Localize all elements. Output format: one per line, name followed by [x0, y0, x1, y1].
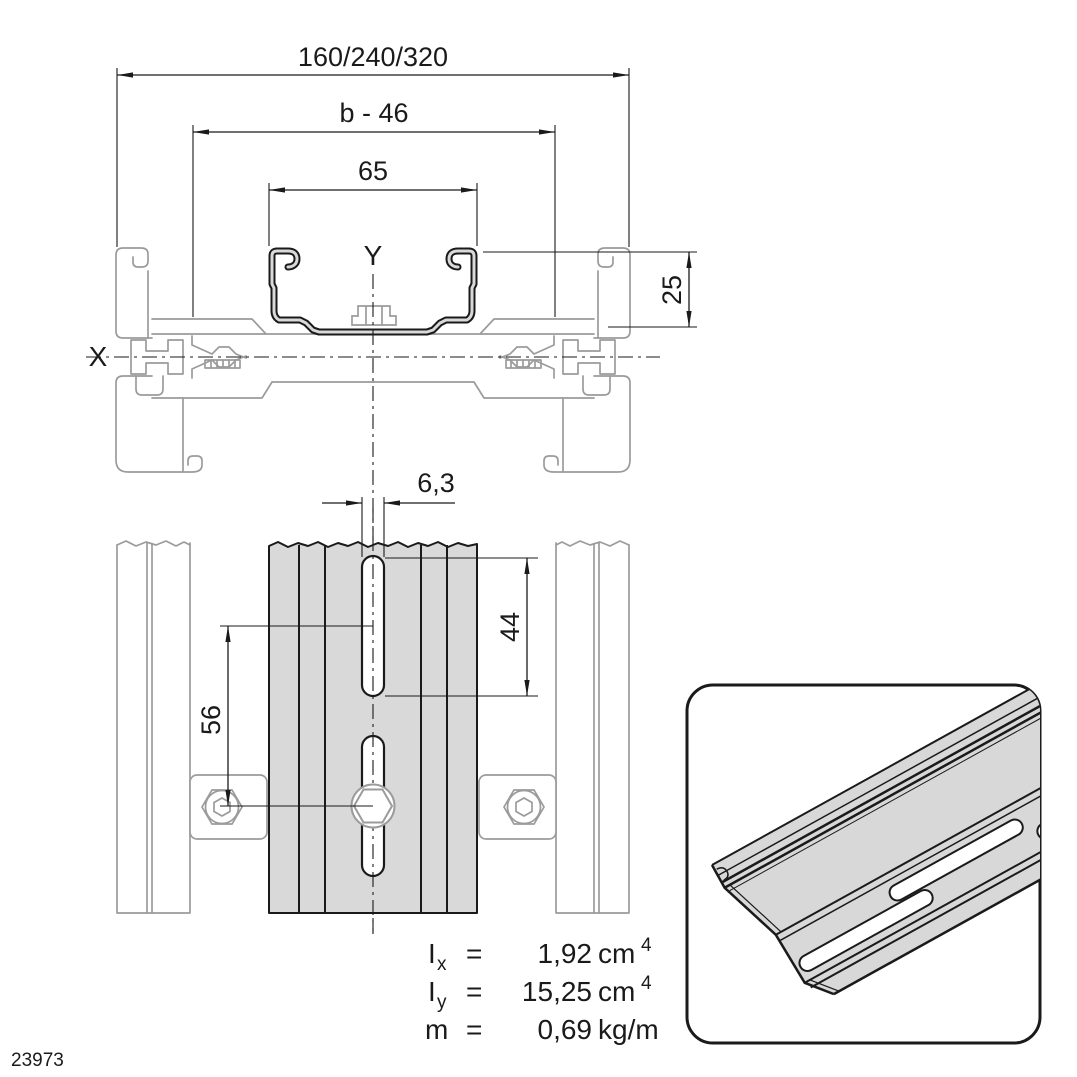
iso-slot-3: [1036, 757, 1040, 841]
iso-slot-2: [798, 889, 934, 972]
prop-exponent: 4: [641, 935, 652, 956]
prop-exponent: 4: [641, 973, 652, 994]
prop-symbol: m: [425, 1014, 448, 1045]
dim-slot-to-bolt-text: 56: [196, 705, 226, 735]
dim-slot-width: 6,3: [322, 468, 455, 557]
figure-number: 23973: [11, 1050, 64, 1071]
prop-symbol: I: [428, 938, 436, 969]
prop-value: 1,92: [538, 938, 593, 969]
dim-overall-text: 160/240/320: [298, 42, 448, 72]
rail-plan-band: [268, 508, 478, 934]
strut-profile-outline: [115, 247, 375, 473]
dim-pitch-text: b - 46: [339, 98, 408, 128]
dim-rail-width-text: 65: [358, 156, 388, 186]
screw-head-circle: [204, 789, 240, 825]
prop-equals: =: [466, 976, 482, 1007]
iso-rail: [710, 685, 1040, 996]
strut-strip-mirrored: [555, 540, 630, 914]
strut-strip: [116, 540, 191, 914]
section-properties: I x = 1,92 cm 4 I y = 15,25 cm 4 m = 0,6…: [425, 935, 659, 1045]
iso-rail-end-cut: [710, 864, 835, 996]
dim-slot-width-text: 6,3: [417, 468, 455, 498]
cross-section-view: X Y 160/240/320 b - 46 65 25: [86, 42, 697, 934]
dim-slot-length-text: 44: [495, 612, 525, 642]
dim-slot-to-bolt: 56: [196, 625, 373, 807]
prop-subscript: x: [437, 954, 447, 975]
dim-rail-height-text: 25: [657, 275, 687, 305]
t-bolt-head: [351, 305, 397, 326]
y-axis-label: Y: [364, 240, 383, 271]
dim-overall-lengths: 160/240/320: [116, 42, 630, 247]
dim-rail-width: 65: [268, 156, 478, 246]
prop-value: 0,69: [538, 1014, 593, 1045]
prop-symbol: I: [428, 976, 436, 1007]
prop-value: 15,25: [522, 976, 592, 1007]
bracket-right: [478, 774, 557, 840]
prop-equals: =: [466, 1014, 482, 1045]
prop-unit: kg/m: [598, 1014, 659, 1045]
prop-subscript: y: [437, 992, 447, 1013]
x-axis-label: X: [89, 341, 108, 372]
strut-profile-outline-mirrored: [371, 247, 631, 473]
prop-unit: cm: [598, 976, 635, 1007]
iso-rail-rolled-edge: [716, 867, 729, 881]
dim-rail-height: 25: [483, 251, 697, 328]
top-view: 6,3 44 56: [116, 468, 630, 934]
rail-bend-lines: [298, 545, 448, 913]
dim-hole-pitch: b - 46: [192, 98, 556, 317]
dim-slot-length: 44: [385, 557, 538, 697]
screw-hex: [201, 789, 243, 825]
prop-equals: =: [466, 938, 482, 969]
iso-detail-box: [685, 683, 1042, 1045]
iso-slot-1: [888, 818, 1024, 902]
prop-unit: cm: [598, 938, 635, 969]
